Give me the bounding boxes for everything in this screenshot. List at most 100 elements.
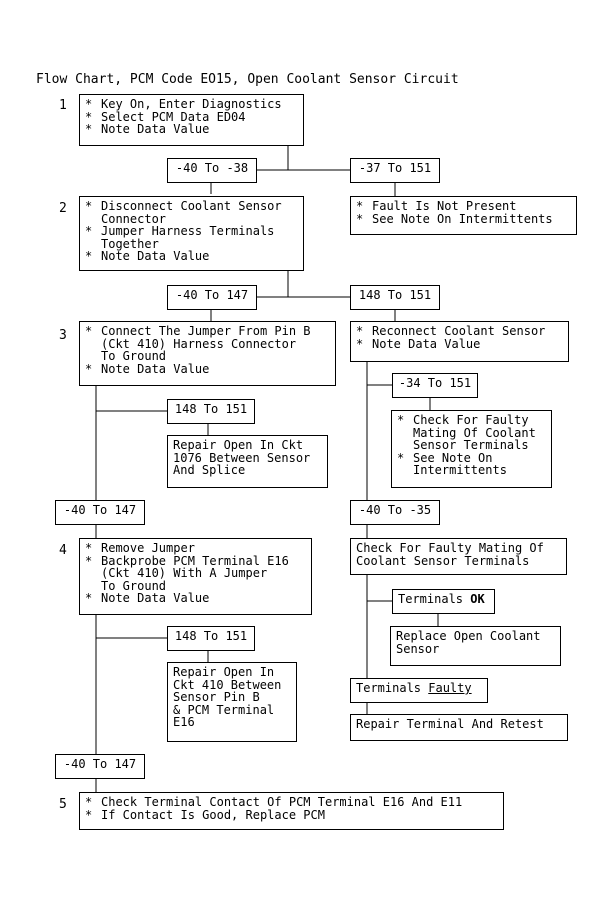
terminals-faulty-box: Terminals Faulty: [350, 678, 488, 703]
range-box: -37 To 151: [350, 158, 440, 183]
bullet-text: See Note On Intermittents: [372, 211, 553, 226]
bullet-symbol: *: [397, 450, 405, 465]
range-box: -40 To -35: [350, 500, 440, 525]
bullet-text: Note Data Value: [101, 122, 210, 137]
range-box: 148 To 151: [167, 399, 255, 424]
box-text-line: Check For Faulty Mating Of: [356, 541, 544, 555]
terminals-faulty-label: Terminals: [356, 681, 429, 695]
box-text-line: Replace Open Coolant: [396, 629, 541, 643]
bullet-item: * See Note On Intermittents: [356, 211, 571, 226]
box-text-line: & PCM Terminal: [173, 702, 275, 717]
bullet-text: Note Data Value: [101, 361, 210, 376]
bullet-item: * Connect The Jumper From Pin B (Ckt 410)…: [85, 325, 330, 363]
step-number-1: 1: [59, 98, 67, 113]
bullet-text: Check Terminal Contact Of PCM Terminal E…: [101, 795, 463, 809]
bullet-item: * Check Terminal Contact Of PCM Terminal …: [85, 796, 498, 809]
step-number-3: 3: [59, 328, 67, 343]
bullet-item: * Reconnect Coolant Sensor: [356, 325, 563, 338]
step-5-box: * Check Terminal Contact Of PCM Terminal …: [79, 792, 504, 830]
bullet-item: * Select PCM Data ED04: [85, 109, 298, 124]
step-number-4: 4: [59, 543, 67, 558]
bullet-symbol: *: [85, 97, 93, 111]
bullet-item: * Note Data Value: [85, 592, 306, 605]
box-text-line: E16: [173, 715, 195, 730]
bullet-item: * Note Data Value: [85, 363, 330, 376]
bullet-text: Jumper Harness Terminals Together: [101, 224, 275, 251]
bullet-symbol: *: [85, 249, 93, 264]
step-2-box: *Disconnect Coolant Sensor Connector*Jum…: [79, 196, 304, 271]
bullet-text: Reconnect Coolant Sensor: [372, 324, 546, 338]
step-4-box: * Remove Jumper * Backprobe PCM Terminal E1…: [79, 538, 312, 615]
box-text-line: Sensor Pin B: [173, 690, 260, 705]
check-mating-box: * Check For Faulty Mating Of Coolant Sens…: [391, 410, 552, 488]
fault-not-present-box: * Fault Is Not Present * See Note On Interm…: [350, 196, 577, 235]
bullet-item: * Note Data Value: [85, 250, 298, 263]
bullet-symbol: *: [356, 324, 364, 338]
bullet-text: Check For Faulty Mating Of Coolant Senso…: [413, 413, 536, 453]
bullet-text: Note Data Value: [101, 249, 210, 264]
box-text-line: Coolant Sensor Terminals: [356, 553, 530, 568]
step-number-2: 2: [59, 201, 67, 216]
bullet-text: Select PCM Data ED04: [101, 109, 246, 124]
bullet-item: * Fault Is Not Present: [356, 200, 571, 213]
terminals-ok-label: Terminals: [398, 592, 471, 606]
bullet-item: * Note Data Value: [85, 123, 298, 136]
step-number-5: 5: [59, 797, 67, 812]
bullet-symbol: *: [85, 324, 93, 338]
ok-word: OK: [470, 592, 485, 606]
bullet-symbol: *: [85, 807, 93, 822]
range-box: -40 To 147: [55, 754, 145, 779]
bullet-symbol: *: [85, 224, 93, 239]
box-text-line: And Splice: [173, 463, 246, 478]
bullet-symbol: *: [85, 361, 93, 376]
bullet-text: See Note On Intermittents: [413, 450, 507, 478]
bullet-item: *Disconnect Coolant Sensor Connector: [85, 200, 298, 225]
bullet-text: Fault Is Not Present: [372, 199, 517, 213]
box-text-line: Repair Open In Ckt: [173, 438, 304, 452]
bullet-item: * Remove Jumper: [85, 542, 306, 555]
bullet-symbol: *: [85, 541, 93, 555]
chart-title: Flow Chart, PCM Code EO15, Open Coolant …: [36, 72, 459, 87]
faulty-word: Faulty: [428, 681, 472, 695]
range-box: 148 To 151: [167, 626, 255, 651]
bullet-symbol: *: [397, 413, 405, 427]
bullet-item: * Note Data Value: [356, 336, 563, 351]
step-1-box: * Key On, Enter Diagnostics * Select PCM Da…: [79, 94, 304, 146]
terminals-ok-box: Terminals OK: [392, 589, 495, 614]
repair-terminal-retest-box: Repair Terminal And Retest: [350, 714, 568, 741]
step-3-box: * Connect The Jumper From Pin B (Ckt 410)…: [79, 321, 336, 386]
bullet-item: * Check For Faulty Mating Of Coolant Sens…: [397, 414, 546, 452]
bullet-text: Key On, Enter Diagnostics: [101, 97, 282, 111]
range-box: 148 To 151: [350, 285, 440, 310]
range-box: -40 To -38: [167, 158, 257, 183]
bullet-symbol: *: [356, 199, 364, 213]
reconnect-sensor-box: * Reconnect Coolant Sensor * Note Data Valu…: [350, 321, 569, 362]
bullet-item: * See Note On Intermittents: [397, 450, 546, 478]
bullet-text: Connect The Jumper From Pin B (Ckt 410) …: [101, 324, 311, 364]
box-text-line: Ckt 410 Between: [173, 677, 282, 692]
bullet-text: Disconnect Coolant Sensor Connector: [101, 199, 282, 226]
bullet-symbol: *: [85, 122, 93, 137]
bullet-symbol: *: [356, 336, 364, 351]
bullet-text: Note Data Value: [101, 591, 210, 606]
bullet-symbol: *: [85, 591, 93, 606]
range-box: -34 To 151: [392, 373, 478, 398]
box-text-line: Sensor: [396, 641, 440, 656]
bullet-item: * Backprobe PCM Terminal E16 (Ckt 410) Wi…: [85, 553, 306, 593]
bullet-symbol: *: [85, 553, 93, 568]
range-box: -40 To 147: [55, 500, 145, 525]
bullet-item: * If Contact Is Good, Replace PCM: [85, 807, 498, 822]
box-text-line: Repair Open In: [173, 665, 275, 679]
bullet-symbol: *: [85, 109, 93, 124]
bullet-text: Note Data Value: [372, 336, 481, 351]
bullet-symbol: *: [85, 795, 93, 809]
bullet-text: Backprobe PCM Terminal E16 (Ckt 410) Wit…: [101, 553, 289, 593]
bullet-text: Remove Jumper: [101, 541, 195, 555]
bullet-symbol: *: [356, 211, 364, 226]
bullet-text: If Contact Is Good, Replace PCM: [101, 807, 325, 822]
